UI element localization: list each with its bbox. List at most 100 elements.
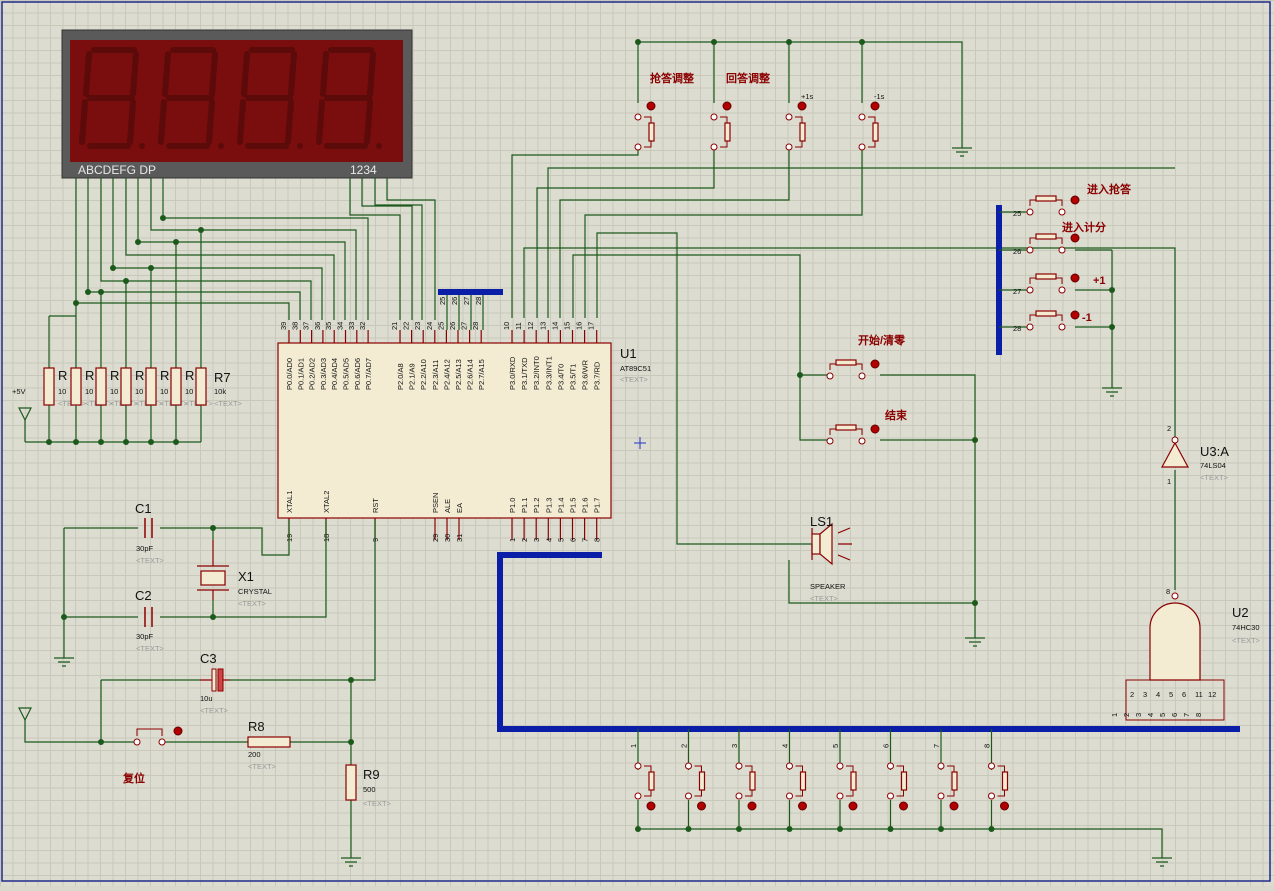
junction-dot xyxy=(736,826,742,832)
u2-pin-out: 8 xyxy=(1166,587,1170,596)
player-button-4[interactable] xyxy=(786,762,807,811)
top-button-2[interactable] xyxy=(710,101,732,151)
pullup-resistor xyxy=(43,367,55,406)
pullup-resistor xyxy=(120,367,132,406)
resistor-prefix: R xyxy=(185,368,194,383)
player-button-7[interactable] xyxy=(937,762,959,811)
player-button-1[interactable] xyxy=(634,762,656,811)
reset-button[interactable] xyxy=(130,726,183,746)
cap-c1[interactable] xyxy=(144,518,153,538)
mcu-pin-label: P0.4/AD4 xyxy=(330,358,339,390)
mcu-pin-label: ALE xyxy=(443,499,452,513)
resistor-array-r7[interactable]: R10<TEXT>R10<TEXT>R10<TEXT>R10<TEXT>R10<… xyxy=(43,367,214,408)
segment xyxy=(367,51,376,97)
pullup-resistor xyxy=(145,367,157,406)
player-button-5[interactable] xyxy=(836,762,858,811)
u3-pin-out: 2 xyxy=(1167,424,1171,433)
right-button-label: -1 xyxy=(1082,312,1092,324)
cap-c2[interactable] xyxy=(144,607,153,627)
mcu-pin-number: 38 xyxy=(290,322,299,330)
ls1-text: <TEXT> xyxy=(810,594,839,603)
c1-value: 30pF xyxy=(136,544,154,553)
mcu-pin-number: 16 xyxy=(575,322,584,330)
nand-u2[interactable] xyxy=(1125,592,1225,721)
right-button-3[interactable] xyxy=(1026,273,1080,294)
mcu-pin-label: P2.0/A8 xyxy=(396,363,405,390)
mcu-pin-number: 3 xyxy=(532,538,541,542)
mcu-pin-number: 27 xyxy=(460,322,469,330)
seven-segment-display[interactable]: ABCDEFG DP 1234 xyxy=(61,29,413,179)
u1-text: <TEXT> xyxy=(620,375,649,384)
mcu-pin-number: 13 xyxy=(538,322,547,330)
junction-dot xyxy=(635,826,641,832)
crystal-x1[interactable] xyxy=(197,540,229,600)
mid-button-label: 结束 xyxy=(884,408,908,422)
mcu-pin-label: XTAL2 xyxy=(322,491,331,513)
junction-dot xyxy=(73,300,79,306)
mcu-pin-number: 6 xyxy=(569,538,578,542)
resistor-r8[interactable] xyxy=(247,736,291,748)
top-button-1[interactable] xyxy=(634,101,656,151)
top-button-4[interactable] xyxy=(858,101,880,151)
mcu-pin-label: P2.2/A10 xyxy=(419,359,428,390)
resistor-value: 10 xyxy=(58,387,66,396)
display-digit xyxy=(237,47,303,149)
player-button-8[interactable] xyxy=(988,762,1009,811)
player-button-2[interactable] xyxy=(685,762,706,811)
player-button-6[interactable] xyxy=(887,762,908,811)
junction-dot xyxy=(46,439,52,445)
inverter-u3[interactable] xyxy=(1160,422,1190,590)
right-button-2[interactable] xyxy=(1026,233,1080,254)
u2-text: <TEXT> xyxy=(1232,636,1261,645)
segment xyxy=(206,99,215,145)
mid-button-1[interactable] xyxy=(826,359,880,380)
top-button-3[interactable] xyxy=(785,101,807,151)
u3-ref: U3:A xyxy=(1200,444,1229,459)
resistor-value: 10 xyxy=(185,387,193,396)
junction-dot xyxy=(135,239,141,245)
pullup-wires xyxy=(24,230,202,443)
mcu-pin-number: 29 xyxy=(431,534,440,542)
reset-label: 复位 xyxy=(122,771,145,785)
cap-c3[interactable] xyxy=(200,668,230,692)
ground-icon xyxy=(965,630,985,647)
player-button-3[interactable] xyxy=(735,762,757,811)
player-number: 3 xyxy=(730,744,739,748)
speaker-ls1[interactable] xyxy=(811,522,852,566)
right-button-number: 26 xyxy=(1013,247,1021,256)
mcu-pin-number: 23 xyxy=(413,322,422,330)
mcu-pin-label: P1.4 xyxy=(556,498,565,513)
c1-text: <TEXT> xyxy=(136,556,165,565)
mcu-u1[interactable] xyxy=(277,342,612,519)
right-button-label: +1 xyxy=(1093,275,1106,287)
mid-button-2[interactable] xyxy=(826,424,880,445)
c2-ref: C2 xyxy=(135,588,152,603)
junction-dot xyxy=(98,739,104,745)
c3-ref: C3 xyxy=(200,651,217,666)
mcu-pin-label: P0.1/AD1 xyxy=(296,358,305,390)
junction-dot xyxy=(938,826,944,832)
mcu-pin-number: 7 xyxy=(581,538,590,542)
player-number: 7 xyxy=(932,744,941,748)
resistor-r9[interactable] xyxy=(345,764,357,801)
vcc-power-icon-2 xyxy=(18,707,32,722)
mcu-pin-number: 8 xyxy=(593,538,602,542)
mcu-pin-number: 30 xyxy=(443,534,452,542)
ground-icon xyxy=(54,650,74,667)
c2-text: <TEXT> xyxy=(136,644,165,653)
ground-icon xyxy=(1102,380,1122,397)
display-segment-labels: ABCDEFG DP xyxy=(78,163,156,177)
right-button-1[interactable] xyxy=(1026,195,1080,216)
player-number: 8 xyxy=(983,744,992,748)
junction-dot xyxy=(685,826,692,832)
mcu-pin-number: 17 xyxy=(587,322,596,330)
mcu-pin-number: 10 xyxy=(502,322,511,330)
mcu-pin-label: P2.6/A14 xyxy=(466,359,475,390)
u1-ref: U1 xyxy=(620,346,637,361)
resistor-value: 10 xyxy=(160,387,168,396)
mcu-pin-number: 5 xyxy=(556,538,565,542)
junction-dot xyxy=(210,614,216,620)
right-button-4[interactable] xyxy=(1026,310,1080,331)
